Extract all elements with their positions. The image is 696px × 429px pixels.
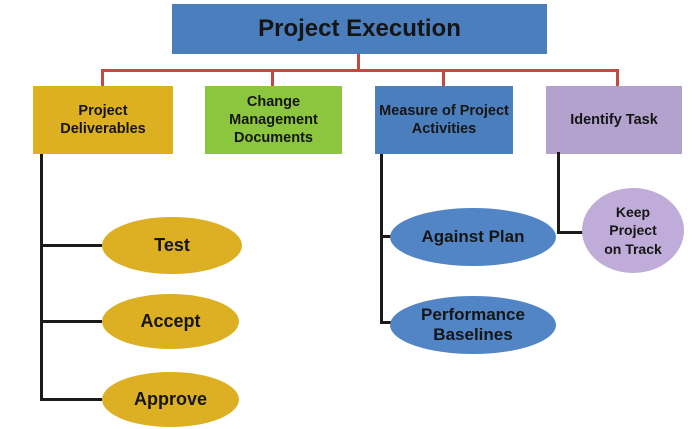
connector-stub-deliverables [101, 70, 104, 86]
node-performance-baselines-label: Performance Baselines [421, 304, 525, 344]
node-keep-project-on-track-label: Keep Project on Track [604, 204, 662, 257]
connector-deliverables-to-test [40, 244, 102, 247]
node-project-deliverables: Project Deliverables [33, 86, 173, 154]
connector-root-stub [357, 54, 360, 70]
node-change-management-documents: Change Management Documents [205, 86, 342, 154]
connector-deliverables-to-approve [40, 398, 102, 401]
connector-level1-horizontal [101, 69, 619, 72]
connector-stub-identify [616, 70, 619, 86]
node-approve: Approve [102, 372, 239, 427]
node-test: Test [102, 217, 242, 274]
connector-deliverables-vertical [40, 154, 43, 401]
node-against-plan-label: Against Plan [421, 226, 525, 246]
node-accept: Accept [102, 294, 239, 349]
connector-measure-vertical [380, 154, 383, 324]
node-measure-of-project-activities-label: Measure of Project Activities [379, 102, 509, 137]
node-approve-label: Approve [133, 388, 207, 409]
connector-measure-to-against-plan [380, 235, 392, 238]
connector-stub-change-management [271, 70, 274, 86]
node-performance-baselines: Performance Baselines [390, 296, 556, 354]
connector-deliverables-to-accept [40, 320, 102, 323]
node-project-execution-label: Project Execution [258, 15, 461, 42]
node-against-plan: Against Plan [390, 208, 556, 266]
connector-measure-to-performance-baselines [380, 321, 392, 324]
node-test-label: Test [154, 234, 190, 255]
node-measure-of-project-activities: Measure of Project Activities [375, 86, 513, 154]
node-keep-project-on-track: Keep Project on Track [582, 188, 684, 273]
node-project-deliverables-label: Project Deliverables [60, 102, 146, 137]
connector-stub-measure [442, 70, 445, 86]
node-change-management-documents-label: Change Management Documents [229, 93, 318, 147]
node-identify-task-label: Identify Task [570, 111, 658, 128]
node-accept-label: Accept [140, 310, 201, 331]
connector-identify-to-keep-project [557, 231, 583, 234]
connector-identify-vertical [557, 152, 560, 234]
node-project-execution: Project Execution [172, 4, 547, 54]
node-identify-task: Identify Task [546, 86, 682, 154]
